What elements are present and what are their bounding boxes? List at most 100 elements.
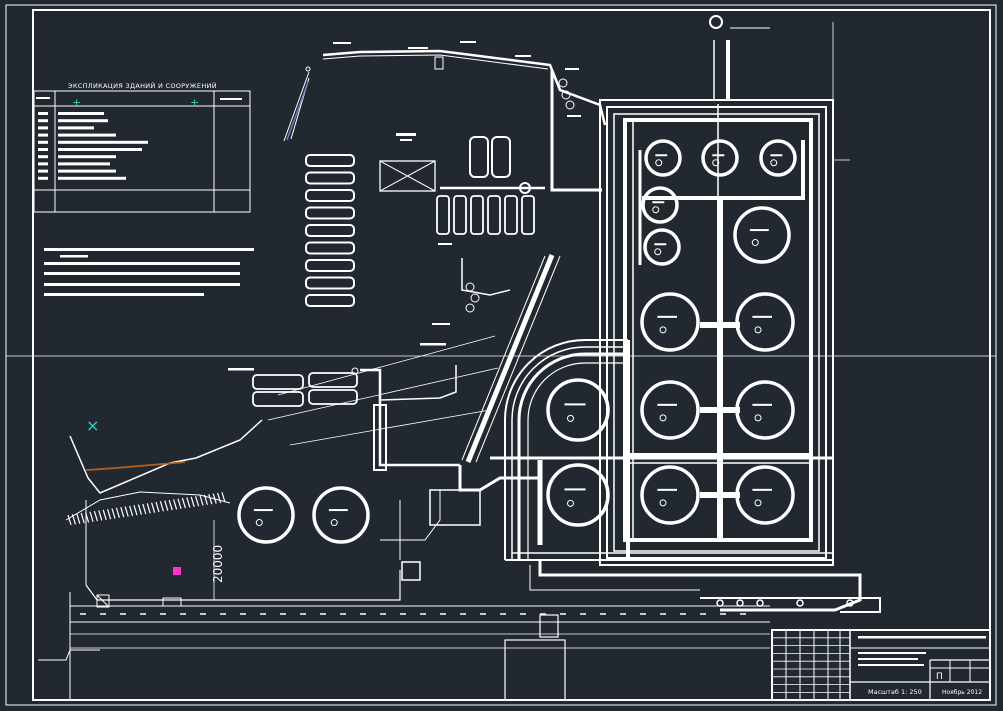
- storage-tank: [759, 139, 797, 177]
- slope-hatch: [133, 505, 138, 516]
- tank-label-line: [712, 154, 725, 157]
- title-block-sheet-letter: П: [936, 672, 943, 682]
- legend-row-text: [58, 126, 94, 130]
- dimension-label: 20000: [211, 545, 225, 583]
- legend-row-text: [58, 148, 142, 151]
- slope-hatch: [76, 513, 81, 524]
- slope-hatch: [190, 496, 195, 507]
- legend-row-index: [38, 119, 48, 123]
- slope-hatch: [120, 507, 125, 518]
- storage-tank: [546, 378, 610, 442]
- legend-row-index: [38, 162, 48, 166]
- tank-label-line: [564, 403, 586, 406]
- legend-row-text: [58, 169, 116, 173]
- tank-shell: [643, 228, 681, 266]
- tank-shell: [546, 378, 610, 442]
- legend-row-index: [38, 155, 48, 159]
- legend-row-text: [58, 119, 108, 123]
- slope-hatch: [208, 494, 213, 505]
- tank-shell: [237, 486, 295, 544]
- slope-hatch: [168, 499, 173, 511]
- legend-row-text: [58, 176, 126, 180]
- lower-left-area: × 20000: [65, 365, 540, 608]
- tank-shell: [735, 465, 795, 525]
- tank-shell: [733, 206, 791, 264]
- tank-marker: [330, 519, 338, 527]
- tank-marker: [751, 239, 759, 247]
- tank-label-line: [655, 154, 668, 157]
- slope-hatch: [71, 514, 76, 525]
- tank-label-line: [770, 154, 783, 157]
- tank-marker: [652, 206, 660, 214]
- tank-label-line: [752, 403, 772, 406]
- tank-marker: [567, 414, 574, 422]
- tank-label-line: [657, 403, 677, 406]
- legend-row-index: [38, 176, 48, 180]
- slope-hatch: [203, 494, 208, 506]
- tank-shell: [640, 292, 700, 352]
- storage-tank: [644, 139, 682, 177]
- slope-hatch: [155, 501, 160, 513]
- legend-row-index: [38, 126, 48, 130]
- legend-row-index: [38, 148, 48, 151]
- storage-tank: [641, 186, 679, 224]
- tank-label-line: [752, 488, 772, 491]
- slope-hatch: [199, 495, 204, 506]
- road-strip: [38, 560, 881, 701]
- tank-shell: [312, 486, 370, 544]
- tank-marker: [754, 414, 762, 422]
- slope-hatch: [115, 507, 120, 519]
- legend-row-index: [38, 133, 48, 137]
- tank-shell: [640, 465, 700, 525]
- slope-hatch: [195, 495, 200, 507]
- notes-block: [44, 248, 254, 296]
- tank-shell: [644, 139, 682, 177]
- tank-marker: [754, 326, 762, 334]
- tank-marker: [567, 499, 574, 507]
- legend-table: ЭКСПЛИКАЦИЯ ЗДАНИЙ И СООРУЖЕНИЙ + +: [33, 81, 251, 213]
- tank-label-line: [657, 488, 677, 491]
- north-arrow: [283, 66, 311, 142]
- slope-hatch: [89, 511, 94, 522]
- slope-hatch: [137, 504, 142, 515]
- parking-slot: [305, 189, 355, 202]
- slope-hatch: [181, 497, 186, 509]
- tank-shell: [759, 139, 797, 177]
- storage-tank: [640, 292, 700, 352]
- slope-hatch: [98, 510, 103, 521]
- legend-row-index: [38, 169, 48, 173]
- tank-marker: [659, 499, 667, 507]
- legend-row-text: [58, 162, 110, 166]
- slope-hatch: [159, 501, 164, 512]
- tank-marker: [655, 159, 663, 167]
- parking-slot: [305, 171, 355, 185]
- slope-hatch: [164, 500, 169, 511]
- slope-hatch: [129, 505, 134, 517]
- slope-hatch: [124, 506, 129, 517]
- legend-row-index: [38, 112, 48, 115]
- parking-slot: [305, 154, 355, 167]
- tank-shell: [735, 380, 795, 440]
- title-block: П Масштаб 1: 250 Ноябрь 2012: [771, 629, 991, 701]
- tank-shell: [701, 139, 739, 177]
- diagonal-pipeline: [267, 254, 561, 463]
- tanks: [237, 139, 797, 544]
- parking-slot: [305, 294, 355, 307]
- svg-text:+: +: [72, 96, 81, 109]
- tank-shell: [546, 463, 610, 527]
- parking-slot: [305, 224, 355, 237]
- slope-hatch: [212, 493, 217, 504]
- title-block-scale: Масштаб 1: 250: [868, 688, 922, 696]
- storage-tank: [701, 139, 739, 177]
- tank-marker: [255, 519, 263, 527]
- storage-tank: [640, 380, 700, 440]
- central-structures: [379, 133, 535, 245]
- tank-shell: [641, 186, 679, 224]
- storage-tank: [643, 228, 681, 266]
- slope-hatch: [67, 514, 72, 526]
- tank-marker: [754, 499, 762, 507]
- legend-row-text: [58, 112, 104, 115]
- parking-left: [305, 154, 355, 307]
- tank-marker: [659, 326, 667, 334]
